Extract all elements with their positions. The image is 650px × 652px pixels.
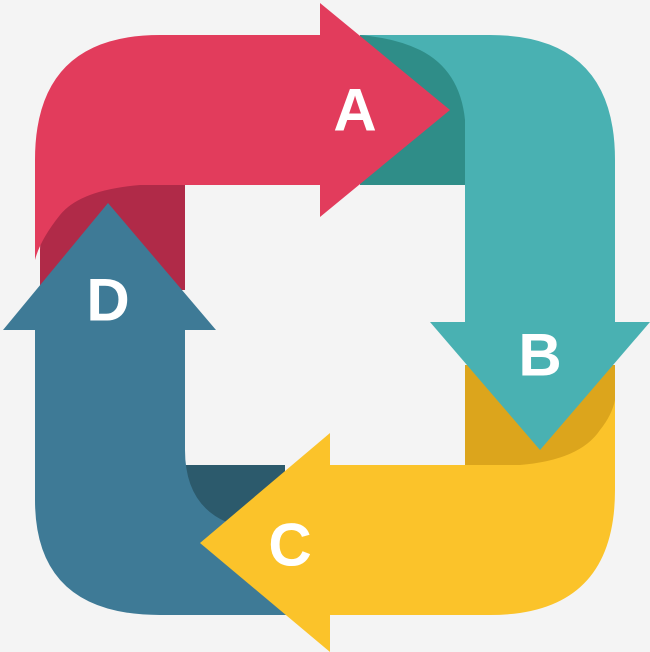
arrow-a-body [35,35,320,260]
arrow-c-body [330,400,615,615]
arrow-c-label: C [268,512,311,579]
arrow-b: B [360,35,650,450]
arrow-b-head [430,322,650,450]
arrow-b-label: B [518,322,561,389]
arrow-a: A [35,3,450,260]
arrow-d-head [3,203,216,330]
arrow-c: C [200,400,615,652]
arrow-a-head [320,3,450,217]
arrow-a-label: A [333,77,376,144]
arrow-d-label: D [86,267,129,334]
arrow-b-body [360,35,615,322]
arrow-c-head [200,433,330,652]
